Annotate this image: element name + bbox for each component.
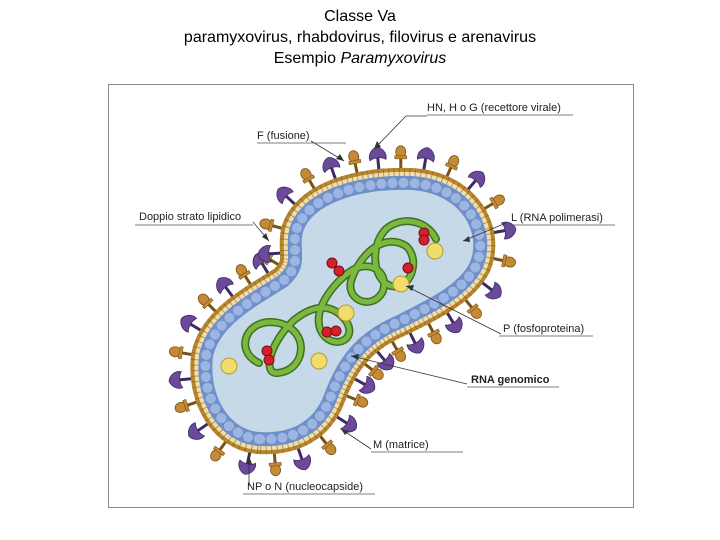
label-p-bold: P	[503, 323, 510, 335]
f-spike-head	[368, 364, 384, 381]
f-spike-head	[444, 155, 460, 171]
hn-spike-head	[180, 314, 198, 333]
label-p: P (fosfoproteina)	[499, 323, 593, 337]
f-spike-head	[466, 303, 482, 319]
label-np-text: (nucleocapside)	[282, 481, 363, 493]
rna-polymerases	[261, 227, 430, 366]
f-spike-head	[168, 346, 184, 360]
f-spike-head	[394, 145, 408, 160]
paramyxovirus-diagram: HN, H o G (recettore virale) F (fusione)…	[135, 102, 615, 495]
f-spike-head	[321, 439, 337, 456]
label-hn: HN, H o G (recettore virale)	[427, 102, 573, 116]
label-rna-text: RNA genomico	[471, 374, 550, 386]
f-spike-head	[427, 328, 442, 345]
hn-spike-head	[276, 186, 294, 205]
hn-spike-head	[376, 353, 395, 371]
svg-text:NP o N (nucleocapside): NP o N (nucleocapside)	[247, 481, 363, 493]
svg-text:L (RNA polimerasi): L (RNA polimerasi)	[511, 212, 603, 224]
label-m-bold: M	[373, 439, 382, 451]
label-hn-bold: HN, H o G	[427, 102, 478, 114]
svg-text:HN, H o G (recettore virale): HN, H o G (recettore virale)	[427, 102, 561, 114]
f-spike-head	[489, 194, 505, 210]
label-lipid-bilayer: Doppio strato lipidico	[135, 211, 253, 226]
label-l: L (RNA polimerasi)	[506, 212, 615, 226]
svg-text:M (matrice): M (matrice)	[373, 439, 429, 451]
label-np: NP o N (nucleocapside)	[243, 481, 375, 495]
hn-spike-head	[368, 146, 387, 162]
label-l-bold: L	[511, 212, 517, 224]
f-spike-head	[348, 150, 362, 166]
f-spike-head	[352, 393, 369, 408]
f-spike-head	[300, 168, 316, 184]
label-np-bold: NP o N	[247, 481, 282, 493]
f-spike-head	[210, 445, 226, 462]
genomic-rna	[241, 217, 440, 377]
hn-spike-head	[257, 244, 273, 263]
hn-spike-head	[406, 337, 425, 354]
hn-spike-head	[444, 316, 463, 334]
slide-title: Classe Va	[324, 8, 396, 25]
svg-text:F (fusione): F (fusione)	[257, 130, 310, 142]
hn-spike-head	[500, 221, 517, 240]
example-virus-name: Paramyxovirus	[340, 50, 447, 67]
f-spike-head	[235, 264, 251, 280]
label-leader-arrows	[246, 141, 470, 464]
label-hn-text: (recettore virale)	[478, 102, 561, 114]
hn-spike-head	[322, 157, 341, 174]
label-f-bold: F	[257, 130, 264, 142]
example-prefix: Esempio	[273, 50, 341, 67]
hn-spike-head	[484, 281, 502, 300]
f-spike-head	[197, 293, 214, 310]
label-lipid-bilayer-text: Doppio strato lipidico	[139, 211, 241, 223]
slide-example-line: Esempio Paramyxovirus	[0, 49, 720, 68]
label-m: M (matrice)	[371, 439, 463, 453]
hn-spike-head	[417, 147, 435, 163]
f-spike-head	[174, 399, 190, 413]
hn-spike-head	[293, 454, 312, 471]
phosphoproteins	[220, 242, 444, 375]
label-l-text: (RNA polimerasi)	[517, 212, 603, 224]
hn-spike-head	[168, 371, 184, 389]
hn-spike-head	[358, 375, 376, 394]
svg-text:P (fosfoproteina): P (fosfoproteina)	[503, 323, 584, 335]
label-f-text: (fusione)	[264, 130, 310, 142]
f-spike-head	[268, 462, 282, 477]
label-f: F (fusione)	[257, 130, 346, 144]
label-p-text: (fosfoproteina)	[510, 323, 584, 335]
f-spike-head	[501, 254, 516, 268]
f-spike-head	[391, 346, 407, 362]
label-leader-lines	[248, 115, 507, 486]
hn-spike-head	[340, 414, 358, 433]
slide-subtitle: paramyxovirus, rhabdovirus, filovirus e …	[183, 29, 537, 46]
hn-spike-head	[188, 422, 206, 440]
hn-spike-head	[467, 170, 486, 189]
label-rna: RNA genomico	[467, 374, 559, 388]
label-m-text: (matrice)	[382, 439, 428, 451]
virus-figure: HN, H o G (recettore virale) F (fusione)…	[108, 84, 634, 508]
f-spike-head	[259, 218, 275, 232]
hn-spike-head	[216, 277, 234, 295]
